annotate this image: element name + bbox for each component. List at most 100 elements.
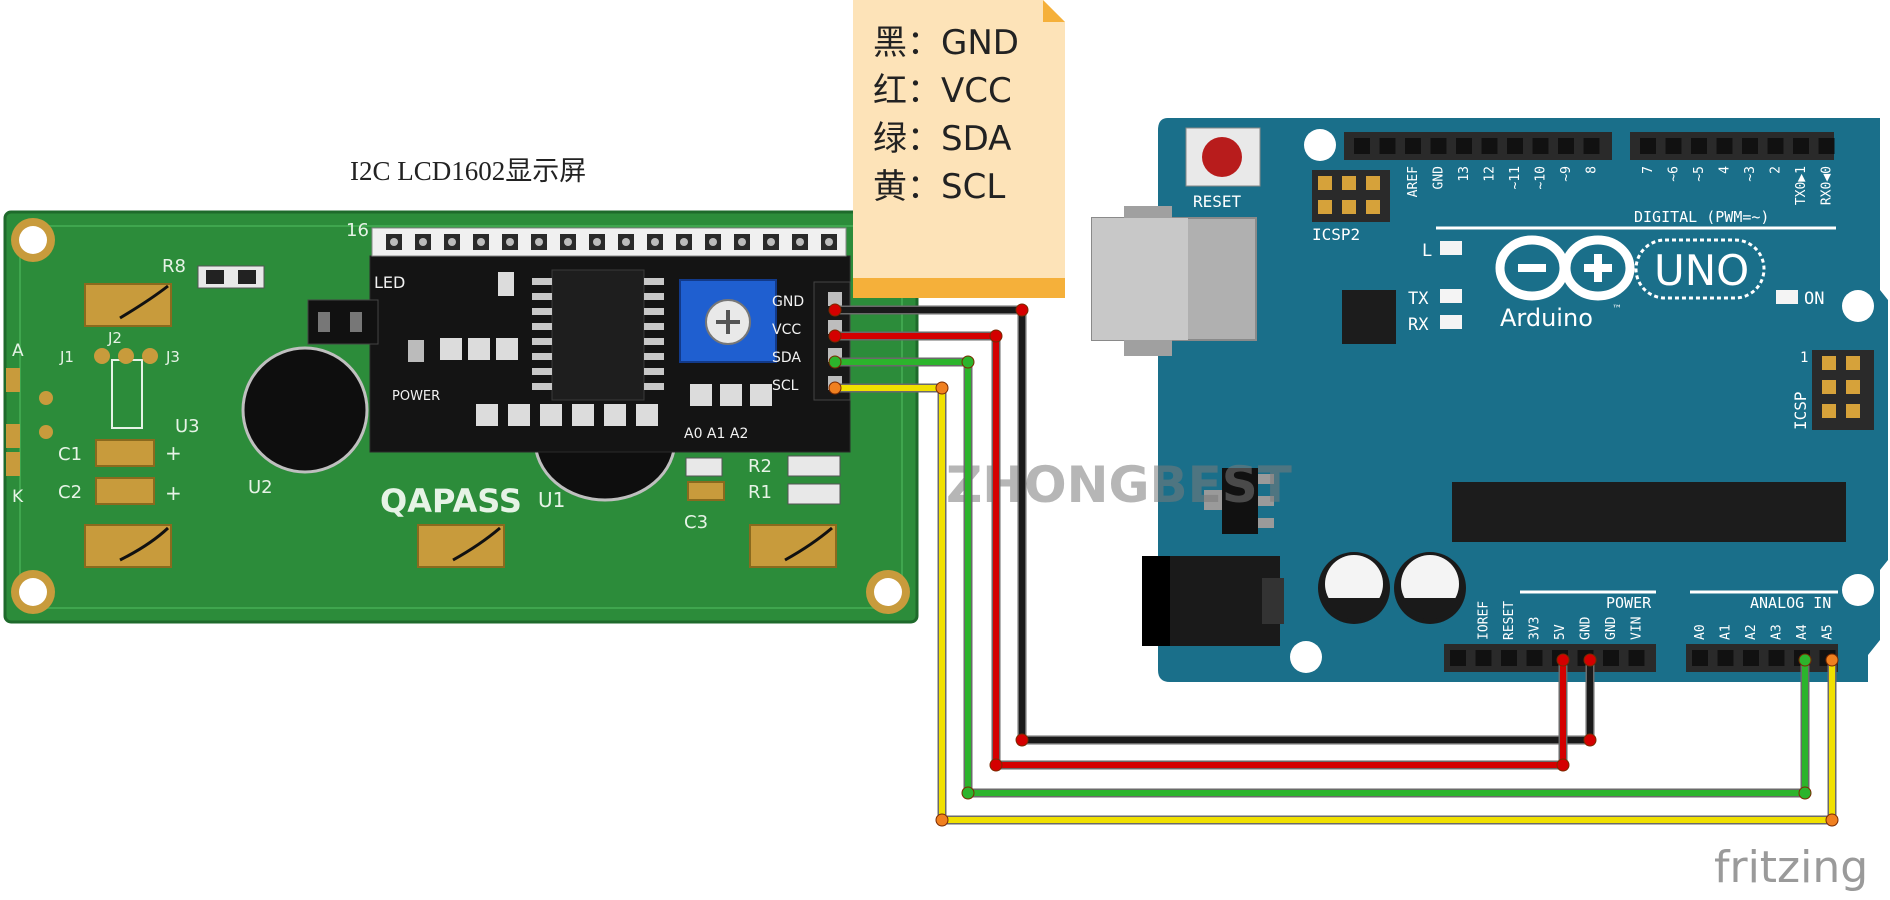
smd-resistor-pad: [206, 270, 224, 284]
lcd-label-c2: C2: [58, 482, 82, 503]
wire-joint: [828, 303, 842, 317]
analog-pin-label: A4: [1795, 624, 1810, 640]
chip-pin: [532, 278, 552, 285]
arduino-hole: [1842, 574, 1874, 606]
wire-joint: [1583, 733, 1597, 747]
chip-pin: [644, 308, 664, 315]
analog-pin: [1692, 650, 1708, 666]
icsp2-pin: [1366, 176, 1380, 190]
analog-label: ANALOG IN: [1750, 594, 1831, 612]
gold-pads: [84, 283, 837, 568]
digital-pin-label: 4: [1718, 166, 1733, 174]
backpack-chip: [551, 269, 645, 401]
edge-via: [39, 425, 53, 439]
dc-jack-front: [1142, 556, 1170, 646]
icsp-pin: [1846, 404, 1860, 418]
led-l: [1440, 241, 1462, 255]
power-pin-label: 5V: [1553, 624, 1568, 640]
led-jumper-pin: [318, 312, 330, 332]
digital-pin-label: ~5: [1692, 166, 1707, 182]
backpack-smd-part: [572, 404, 594, 426]
lcd-silkscreen: A K R8 J1 J2 J3 U3 C1 C2 + + U2 U1 R2 R1…: [12, 256, 772, 533]
arduino-mounting-holes: [1290, 129, 1874, 673]
chip-pins-right: [644, 278, 664, 390]
digital-pin: [1456, 138, 1472, 154]
gold-pad: [84, 283, 172, 327]
capacitor-mark: [1402, 598, 1458, 620]
digital-header-pins: [1354, 138, 1835, 154]
i2c-pin: [828, 292, 842, 306]
power-pin: [1603, 650, 1619, 666]
jumper-pad: [142, 348, 158, 364]
usb-connector-front: [1092, 218, 1188, 340]
lcd-label-plus-2: +: [165, 481, 182, 505]
lcd-label-u2: U2: [248, 477, 273, 498]
digital-label: DIGITAL (PWM=~): [1634, 208, 1769, 226]
digital-pin-label: 13: [1457, 166, 1472, 182]
usb-connector-tab: [1124, 206, 1172, 218]
power-pin: [1450, 650, 1466, 666]
lcd-label-a: A: [12, 341, 24, 361]
gold-pad: [95, 439, 155, 467]
lcd-label-c1: C1: [58, 444, 82, 465]
gold-pad: [749, 524, 837, 568]
pad-mark: [119, 526, 170, 562]
lcd-pin-16: 16: [346, 220, 369, 241]
icsp2-pin: [1342, 176, 1356, 190]
logo-plus-v: [1594, 254, 1602, 282]
icsp2-label: ICSP2: [1312, 225, 1360, 244]
backpack-smd-part: [604, 404, 626, 426]
wire-joint: [961, 786, 975, 800]
digital-pin-label: RX0◀0: [1820, 166, 1835, 205]
digital-pin-label: GND: [1432, 166, 1447, 190]
led-rx-label: RX: [1408, 315, 1429, 335]
wire-joint: [989, 758, 1003, 772]
logo-loop-right: [1561, 235, 1635, 301]
electrolytic-capacitors: [1318, 552, 1466, 624]
arduino-tm: ™: [1612, 304, 1622, 315]
backpack-smd-part: [476, 404, 498, 426]
legend-line: 红：VCC: [873, 71, 1012, 111]
digital-pin: [1691, 138, 1707, 154]
digital-pin-label: ~6: [1667, 166, 1682, 182]
legend-line: 黑：GND: [873, 23, 1019, 63]
power-pin: [1628, 650, 1645, 666]
mounting-hole-center: [874, 578, 902, 606]
chip-pins-left: [532, 278, 552, 390]
top-header-pins: [386, 234, 837, 250]
lcd-label-u1: U1: [538, 488, 565, 512]
digital-pin-label: 2: [1769, 166, 1784, 174]
smd-resistor: [787, 455, 841, 477]
pad-mark: [784, 526, 833, 562]
uno-label: UNO: [1654, 246, 1749, 295]
arduino-hole: [1304, 129, 1336, 161]
arduino-hole: [1842, 290, 1874, 322]
lcd-label-c3: C3: [684, 512, 708, 533]
header-pin-hole: [535, 238, 543, 246]
arduino-hole: [1290, 641, 1322, 673]
header-pin-hole: [796, 238, 804, 246]
digital-pin-label: ~11: [1508, 166, 1523, 189]
smd-resistor-pad: [238, 270, 256, 284]
wire-joint: [828, 329, 842, 343]
analog-pin: [1743, 650, 1759, 666]
icsp-pin: [1846, 380, 1860, 394]
analog-pin-label: A1: [1719, 624, 1734, 640]
arduino-logo-icon: [1495, 235, 1635, 301]
power-pin-label: GND: [1604, 616, 1619, 640]
wire-joint: [1015, 303, 1029, 317]
wire-joint: [1583, 653, 1597, 667]
reset-button-cap[interactable]: [1202, 137, 1242, 177]
i2c-pin-label-sda: SDA: [772, 350, 801, 366]
arduino-logo-text: Arduino: [1500, 304, 1593, 332]
analog-pin-label: A5: [1821, 624, 1836, 640]
digital-pin: [1583, 138, 1600, 154]
wire-joint: [1015, 733, 1029, 747]
chip-pin: [644, 293, 664, 300]
power-pin-label: RESET: [1502, 601, 1517, 640]
icsp2-pin: [1318, 200, 1332, 214]
pad-marks: [119, 284, 833, 562]
icsp-header: [1812, 350, 1874, 430]
